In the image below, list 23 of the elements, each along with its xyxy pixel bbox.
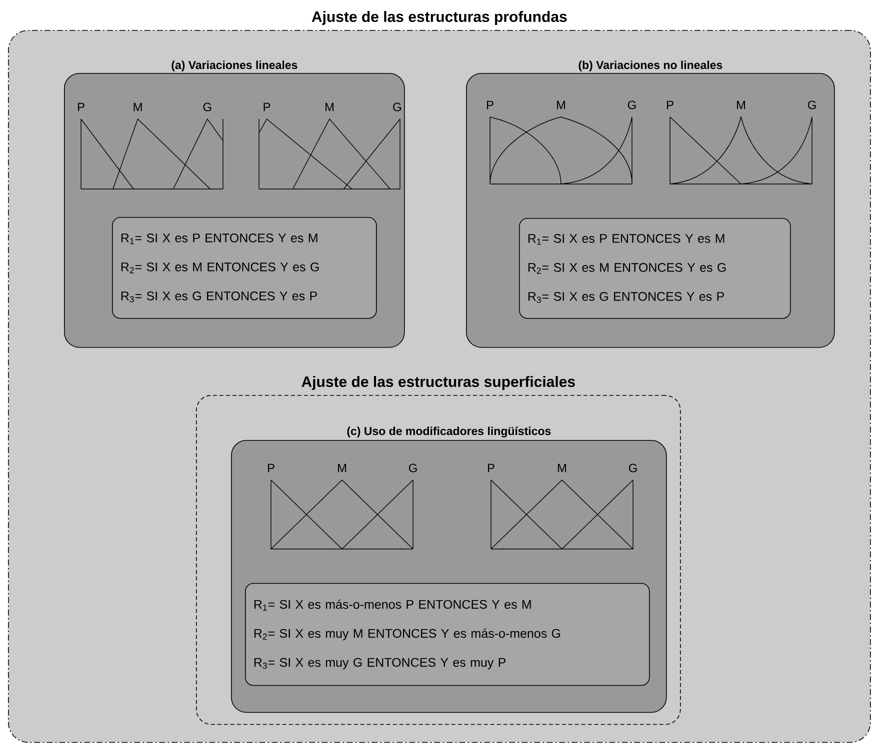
set-label: P <box>268 464 274 472</box>
set-label: G <box>393 102 401 112</box>
node-label: Ajuste de las estructuras profundas <box>312 11 567 25</box>
set-label: M <box>338 464 346 472</box>
set-label: G <box>628 100 636 110</box>
node-label: (a) Variaciones lineales <box>172 60 298 72</box>
set-label: G <box>408 464 417 472</box>
set-label: P <box>264 102 270 112</box>
set-label: G <box>203 102 212 112</box>
set-label: G <box>808 100 816 110</box>
set-label: M <box>558 464 566 472</box>
set-label: P <box>488 464 494 472</box>
set-label: M <box>326 102 334 112</box>
set-label: M <box>737 100 745 110</box>
set-label: G <box>628 464 637 472</box>
set-label: P <box>667 100 674 110</box>
node-label: (b) Variaciones no lineales <box>578 60 722 72</box>
node-label: Ajuste de las estructuras superficiales <box>302 376 575 390</box>
set-label: M <box>134 102 142 112</box>
set-label: P <box>487 100 494 110</box>
node-label: (c) Uso de modificadores lingüísticos <box>347 426 551 438</box>
set-label: P <box>78 102 84 112</box>
set-label: M <box>557 100 565 110</box>
